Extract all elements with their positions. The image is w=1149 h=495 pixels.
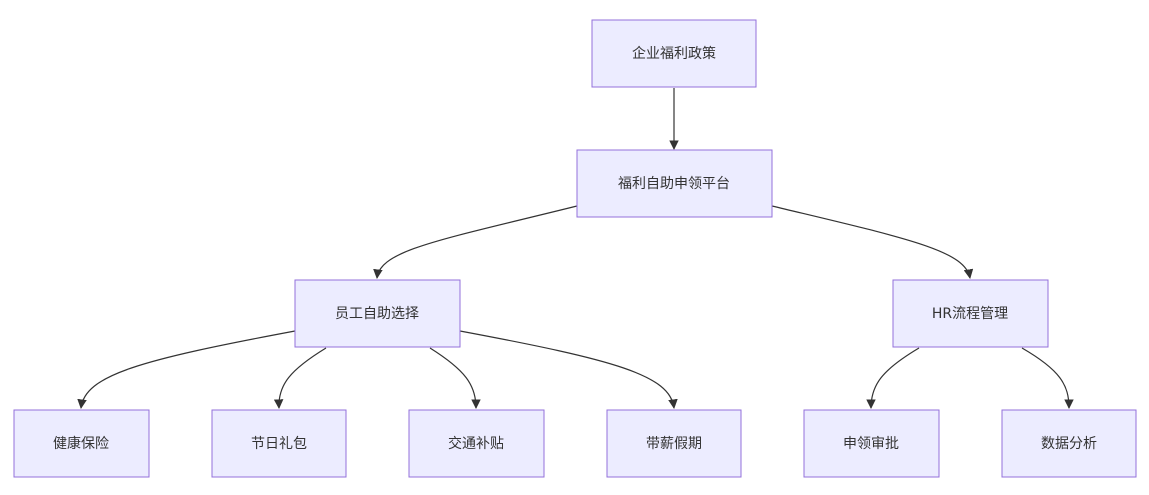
node-holiday-label: 节日礼包 bbox=[251, 436, 307, 452]
edge-platform-to-employee bbox=[373, 205, 578, 279]
edge-employee-to-holiday bbox=[273, 347, 327, 409]
node-leave: 带薪假期 bbox=[606, 409, 742, 478]
node-policy-label: 企业福利政策 bbox=[632, 45, 716, 62]
node-analytics-label: 数据分析 bbox=[1041, 436, 1097, 452]
edge-platform-to-hr bbox=[771, 205, 974, 279]
node-employee-label: 员工自助选择 bbox=[335, 306, 419, 322]
node-approval-label: 申领审批 bbox=[843, 436, 899, 452]
node-policy: 企业福利政策 bbox=[591, 19, 757, 88]
node-employee: 员工自助选择 bbox=[294, 279, 461, 348]
node-platform-label: 福利自助申领平台 bbox=[618, 176, 730, 192]
node-health: 健康保险 bbox=[13, 409, 150, 478]
edge-employee-to-leave bbox=[459, 330, 678, 409]
node-holiday: 节日礼包 bbox=[211, 409, 347, 478]
node-approval: 申领审批 bbox=[803, 409, 940, 478]
edge-employee-to-transport bbox=[429, 347, 481, 409]
node-hr: HR流程管理 bbox=[892, 279, 1049, 348]
edge-hr-to-approval bbox=[866, 347, 920, 409]
node-analytics: 数据分析 bbox=[1001, 409, 1137, 478]
edges bbox=[77, 88, 1074, 409]
node-transport-label: 交通补贴 bbox=[448, 435, 504, 452]
node-leave-label: 带薪假期 bbox=[646, 436, 702, 452]
node-platform: 福利自助申领平台 bbox=[576, 149, 773, 218]
node-hr-label: HR流程管理 bbox=[932, 306, 1008, 322]
node-transport: 交通补贴 bbox=[408, 409, 545, 478]
edge-hr-to-analytics bbox=[1021, 347, 1074, 409]
node-health-label: 健康保险 bbox=[53, 435, 109, 452]
edge-employee-to-health bbox=[77, 330, 296, 409]
